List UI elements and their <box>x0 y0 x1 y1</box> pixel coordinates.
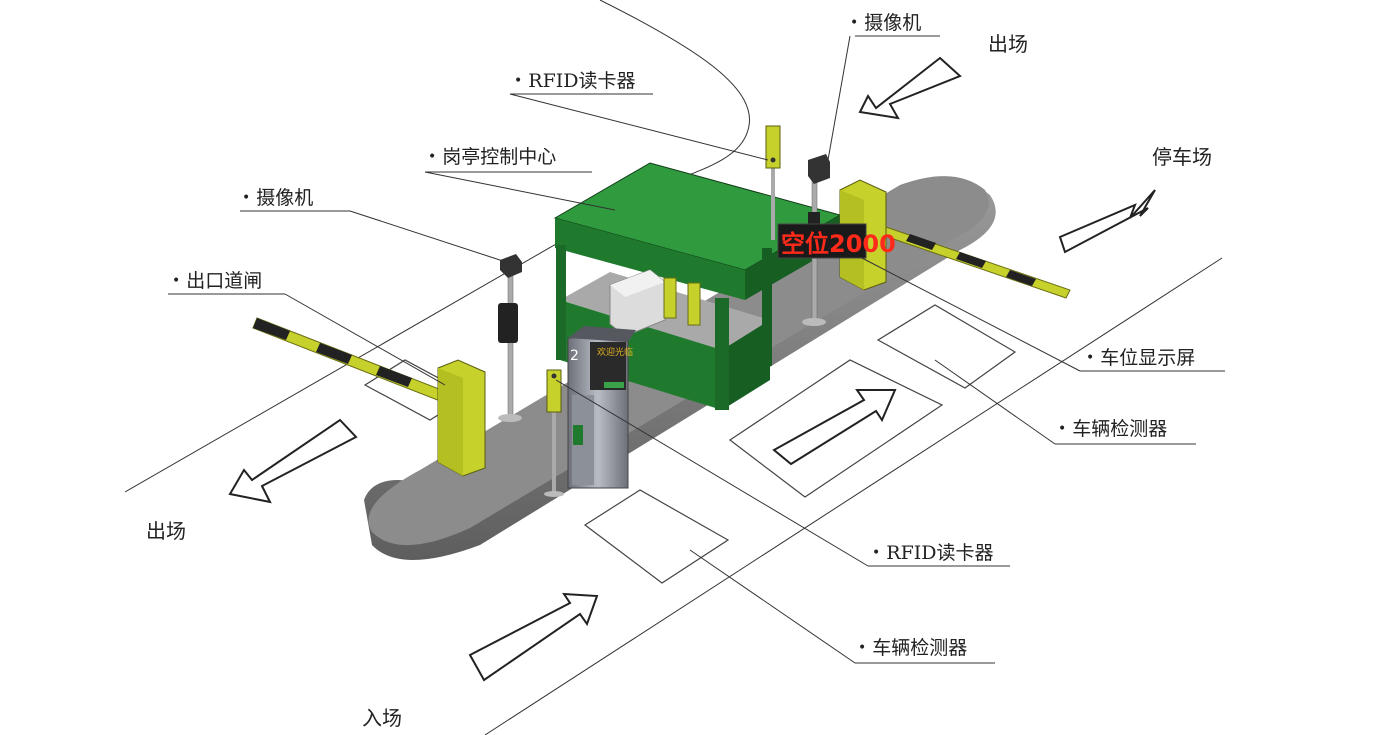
detector-loop-bottom <box>583 489 730 584</box>
direction-arrows <box>228 56 1156 682</box>
callout-rfid-bottom-label: RFID读卡器 <box>886 542 994 564</box>
flow-label-exit-left: 出场 <box>146 519 186 543</box>
barrier-arm-left <box>252 317 463 409</box>
kiosk-number: 2 <box>570 348 579 364</box>
callout-camera-left: •摄像机 <box>242 187 314 209</box>
callout-space-display: •车位显示屏 <box>1086 347 1196 369</box>
camera-left <box>498 254 522 422</box>
barrier-arm-right <box>875 224 1071 299</box>
callout-camera-left-label: 摄像机 <box>256 187 314 209</box>
arrow-to-parking <box>1058 189 1156 254</box>
callout-detector-bottom-label: 车辆检测器 <box>872 637 968 659</box>
callout-detector-right: •车辆检测器 <box>1058 418 1168 440</box>
detector-loop-middle <box>728 359 944 498</box>
exit-gate-body <box>437 359 486 477</box>
booth-structure <box>553 162 842 410</box>
arrow-exit-left <box>228 418 358 504</box>
space-display-text: 空位2000 <box>781 230 896 258</box>
arrow-inbound <box>772 389 897 466</box>
space-display-sign <box>777 212 867 259</box>
ticket-kiosk <box>567 326 636 489</box>
arrow-entry <box>468 592 599 682</box>
callout-detector-right-label: 车辆检测器 <box>1072 418 1168 440</box>
kiosk-screen-text: 欢迎光临 <box>597 346 633 358</box>
flow-label-parking: 停车场 <box>1152 145 1212 169</box>
arrow-exit-top <box>858 56 962 120</box>
callout-rfid-top-label: RFID读卡器 <box>528 70 636 92</box>
callout-camera-top-label: 摄像机 <box>864 12 922 34</box>
flow-label-entry: 入场 <box>362 706 402 730</box>
callout-detector-bottom: •车辆检测器 <box>858 637 968 659</box>
callout-booth: •岗亭控制中心 <box>428 146 557 168</box>
callout-booth-label: 岗亭控制中心 <box>442 146 557 168</box>
flow-label-exit-top: 出场 <box>988 32 1028 56</box>
rfid-reader-top <box>765 125 781 240</box>
callout-camera-top: •摄像机 <box>850 12 922 34</box>
callout-space-display-label: 车位显示屏 <box>1100 347 1196 369</box>
leader-lines <box>168 35 1225 664</box>
callout-exit-gate: •出口道闸 <box>172 270 263 292</box>
detector-loop-right <box>876 304 1017 389</box>
callout-rfid-top: •RFID读卡器 <box>514 70 636 92</box>
callout-rfid-bottom: •RFID读卡器 <box>872 542 994 564</box>
callout-exit-gate-label: 出口道闸 <box>186 270 263 292</box>
